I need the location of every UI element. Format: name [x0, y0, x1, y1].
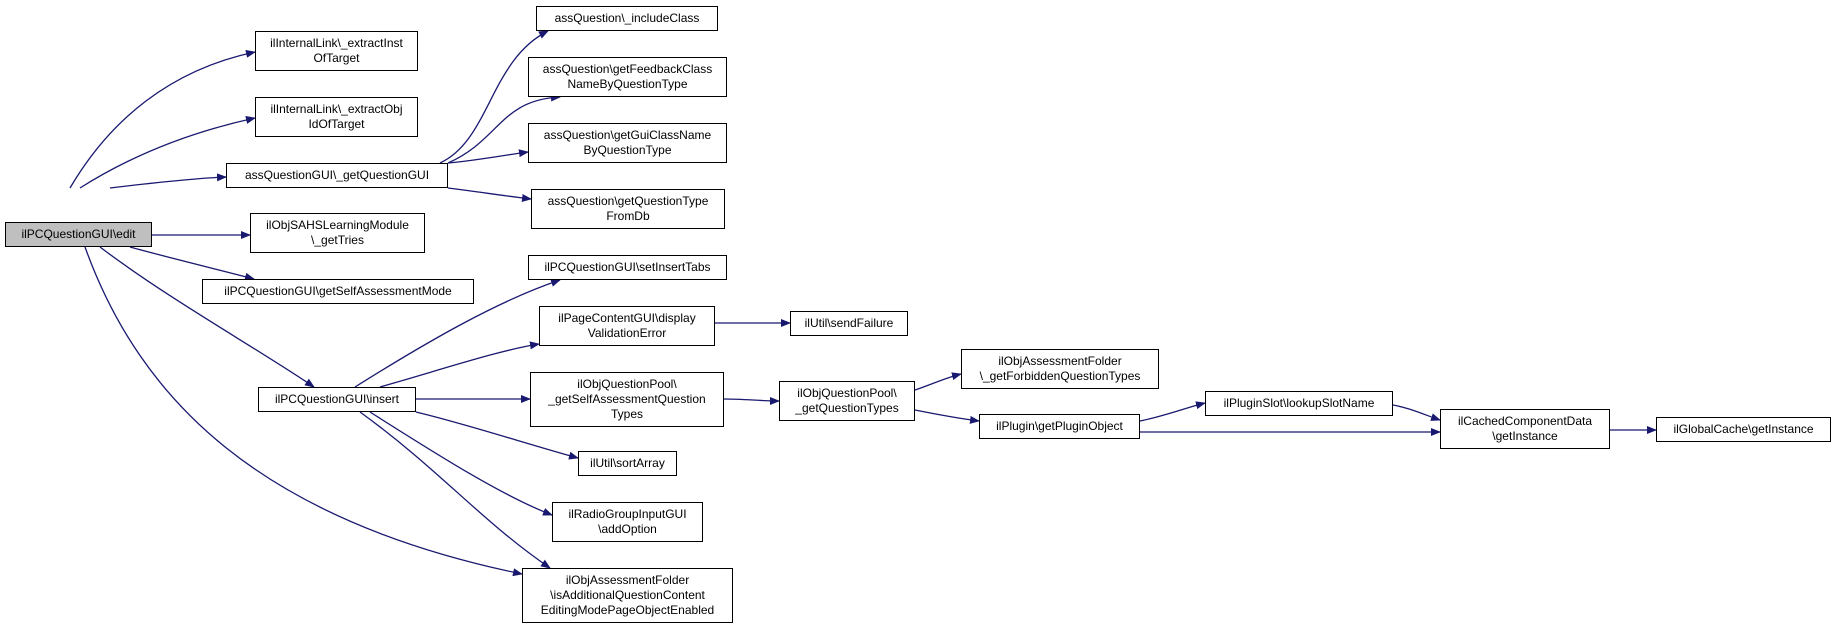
node-ilpcquestiongui-edit[interactable]: ilPCQuestionGUI\edit	[5, 222, 152, 247]
edge-n13-to-n18	[723, 396, 780, 405]
node-assquestion-getfeedbackclassnamebyquestiontype[interactable]: assQuestion\getFeedbackClass NameByQuest…	[528, 57, 727, 97]
edge-n6-to-n14	[415, 411, 579, 460]
node-ilobjsahslearningmodule-gettries[interactable]: ilObjSAHSLearningModule \_getTries	[250, 213, 425, 253]
edge-n0-to-n1	[69, 49, 256, 189]
edge-n3-to-n10	[447, 187, 532, 202]
node-ilplugin-getpluginobject[interactable]: ilPlugin\getPluginObject	[979, 414, 1140, 439]
node-ilobjassessmentfolder-isadditionalquestioncontenteditingmodepageobjectenabled[interactable]: ilObjAssessmentFolder \isAdditionalQuest…	[522, 568, 733, 623]
edge-n0-to-n2	[79, 116, 256, 189]
edge-n21-to-n22	[1392, 404, 1441, 421]
edge-n0-to-n6	[99, 246, 315, 388]
node-assquestion-getguiclassnamebyquestiontype[interactable]: assQuestion\getGuiClassName ByQuestionTy…	[528, 123, 727, 163]
edge-n18-to-n20	[914, 409, 980, 424]
node-ilutil-sortarray[interactable]: ilUtil\sortArray	[578, 451, 677, 476]
node-assquestion-includeclass[interactable]: assQuestion\_includeClass	[536, 6, 718, 31]
edge-n3-to-n9	[447, 149, 529, 164]
node-assquestiongui-getquestiongui[interactable]: assQuestionGUI\_getQuestionGUI	[226, 163, 448, 188]
edge-n0-to-n16	[84, 246, 523, 577]
edge-n6-to-n12	[379, 341, 540, 388]
node-ilpluginslot-lookupslotname[interactable]: ilPluginSlot\lookupSlotName	[1205, 391, 1393, 416]
node-ilpcquestiongui-setinserttabs[interactable]: ilPCQuestionGUI\setInsertTabs	[528, 255, 727, 280]
node-ilobjquestionpool-getquestiontypes[interactable]: ilObjQuestionPool\ _getQuestionTypes	[779, 381, 915, 421]
node-ilpagecontentgui-displayvalidationerror[interactable]: ilPageContentGUI\display ValidationError	[539, 306, 715, 346]
edge-n3-to-n8	[447, 93, 561, 164]
node-ilglobalcache-getinstance[interactable]: ilGlobalCache\getInstance	[1656, 417, 1831, 442]
call-edges	[69, 30, 1657, 577]
node-ilcachedcomponentdata-getinstance[interactable]: ilCachedComponentData \getInstance	[1440, 409, 1610, 449]
edge-n6-to-n15	[369, 411, 553, 516]
node-ilutil-sendfailure[interactable]: ilUtil\sendFailure	[790, 311, 908, 336]
edge-n6-to-n11	[354, 279, 561, 388]
node-ilradiogroupinputgui-addoption[interactable]: ilRadioGroupInputGUI \addOption	[552, 502, 703, 542]
node-ilobjassessmentfolder-getforbiddenquestiontypes[interactable]: ilObjAssessmentFolder \_getForbiddenQues…	[961, 349, 1159, 389]
node-ilinternallink-extractobjidoftarget[interactable]: ilInternalLink\_extractObj IdOfTarget	[255, 97, 418, 137]
edge-n3-to-n7	[439, 30, 549, 164]
node-ilpcquestiongui-getselfassessmentmode[interactable]: ilPCQuestionGUI\getSelfAssessmentMode	[202, 279, 474, 304]
edge-n6-to-n16	[359, 411, 551, 569]
node-ilinternallink-extractinstoftarget[interactable]: ilInternalLink\_extractInst OfTarget	[255, 31, 418, 71]
edge-n18-to-n19	[914, 372, 962, 391]
node-ilobjquestionpool-getselfassessmentquestiontypes[interactable]: ilObjQuestionPool\ _getSelfAssessmentQue…	[530, 372, 724, 427]
node-ilpcquestiongui-insert[interactable]: ilPCQuestionGUI\insert	[258, 387, 416, 412]
edge-n0-to-n3	[109, 173, 227, 189]
node-assquestion-getquestiontypefromdb[interactable]: assQuestion\getQuestionType FromDb	[531, 189, 725, 229]
edge-n0-to-n5	[129, 246, 255, 281]
edge-n20-to-n21	[1139, 401, 1206, 422]
